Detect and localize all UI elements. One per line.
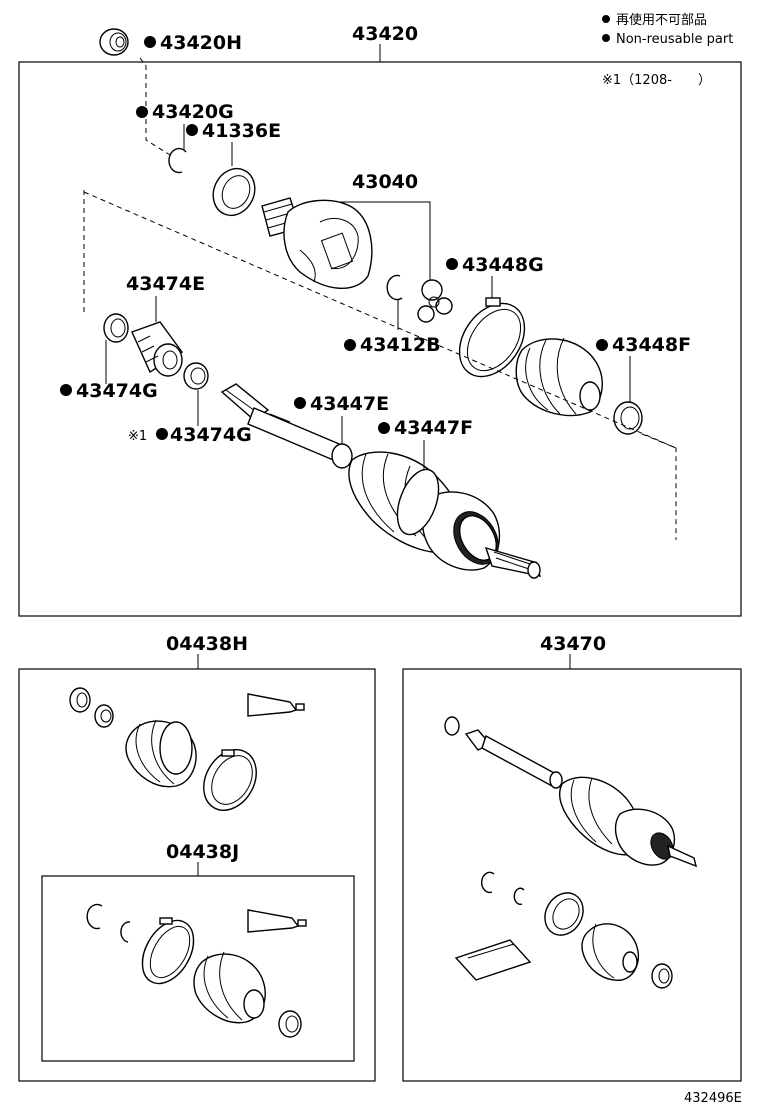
- kit-j-clamp-icon[interactable]: [278, 1010, 302, 1038]
- kit-j-big-clamp-icon[interactable]: [132, 912, 204, 993]
- group-label-43420[interactable]: 43420: [352, 23, 418, 45]
- legend-dot-icon: [602, 15, 610, 23]
- group-label-43470[interactable]: 43470: [540, 633, 606, 655]
- legend-jp: 再使用不可部品: [616, 12, 707, 28]
- label-43447F[interactable]: 43447F: [394, 417, 473, 439]
- non-reusable-dot-icon: [136, 106, 148, 118]
- non-reusable-dot-icon: [294, 397, 306, 409]
- asm-snap-ring-small-icon[interactable]: [513, 887, 525, 906]
- inboard-boot-icon[interactable]: [515, 337, 603, 417]
- clamp-43448f-icon[interactable]: [613, 401, 643, 435]
- asm-clamp-icon[interactable]: [651, 963, 673, 989]
- note-marker: ※1: [128, 429, 147, 444]
- snap-ring-43420g-icon[interactable]: [168, 147, 187, 174]
- asm-snap-ring-icon[interactable]: [481, 871, 495, 894]
- kit-j-snap-ring-icon[interactable]: [86, 903, 103, 930]
- kit-04438h-box: [18, 668, 376, 1082]
- shaft-assy-icon[interactable]: [444, 716, 698, 868]
- label-43448G[interactable]: 43448G: [462, 254, 544, 276]
- snap-ring-icon[interactable]: [386, 274, 403, 301]
- non-reusable-dot-icon: [344, 339, 356, 351]
- label-43474E[interactable]: 43474E: [126, 273, 205, 295]
- grease-tube-icon[interactable]: [247, 693, 305, 717]
- non-reusable-dot-icon: [60, 384, 72, 396]
- kit-h-boot-icon[interactable]: [125, 719, 197, 788]
- oil-seal-41336e-icon[interactable]: [206, 162, 263, 222]
- non-reusable-dot-icon: [156, 428, 168, 440]
- legend-en: Non-reusable part: [616, 32, 733, 47]
- legend-dot-icon: [602, 34, 610, 42]
- diagram-id: 432496E: [684, 1091, 742, 1106]
- clamp-43474g-icon[interactable]: [103, 313, 129, 343]
- label-43474G-b[interactable]: 43474G: [170, 424, 252, 446]
- non-reusable-dot-icon: [186, 124, 198, 136]
- label-43448F[interactable]: 43448F: [612, 334, 691, 356]
- label-43447E[interactable]: 43447E: [310, 393, 389, 415]
- group-label-04438J[interactable]: 04438J: [166, 841, 239, 863]
- label-41336E[interactable]: 41336E: [202, 120, 281, 142]
- kit-04438j-box: [41, 875, 355, 1062]
- non-reusable-dot-icon: [596, 339, 608, 351]
- non-reusable-dot-icon: [378, 422, 390, 434]
- label-43040[interactable]: 43040: [352, 171, 418, 193]
- kit-j-snap-ring-small-icon[interactable]: [120, 921, 131, 943]
- asm-boot-icon[interactable]: [581, 923, 640, 981]
- non-reusable-dot-icon: [144, 36, 156, 48]
- clamp-43447f-icon[interactable]: [389, 464, 446, 540]
- kit-h-clamp-small-icon[interactable]: [94, 704, 114, 728]
- shaft-assy-box: [402, 668, 742, 1082]
- kit-h-big-clamp-icon[interactable]: [193, 740, 267, 819]
- kit-h-clamp-icon[interactable]: [69, 687, 91, 713]
- label-43420G[interactable]: 43420G: [152, 101, 234, 123]
- non-reusable-dot-icon: [446, 258, 458, 270]
- kit-j-boot-icon[interactable]: [193, 951, 266, 1024]
- ring-43420h-icon[interactable]: [99, 28, 129, 56]
- damper-43474e-icon[interactable]: [131, 321, 184, 377]
- label-43412B[interactable]: 43412B: [360, 334, 441, 356]
- group-label-04438H[interactable]: 04438H: [166, 633, 248, 655]
- tripod-icon[interactable]: [417, 279, 453, 323]
- clamp-43474g-small-icon[interactable]: [183, 362, 209, 390]
- note-1208: ※1（1208- ）: [602, 73, 711, 88]
- kit-j-grease-tube-icon[interactable]: [247, 909, 307, 933]
- inboard-joint-43040-icon[interactable]: [261, 197, 373, 289]
- grease-packet-icon[interactable]: [454, 939, 532, 981]
- label-43474G-a[interactable]: 43474G: [76, 380, 158, 402]
- label-43420H[interactable]: 43420H: [160, 32, 242, 54]
- asm-big-clamp-icon[interactable]: [537, 886, 590, 942]
- boot-clamp-43448g-icon[interactable]: [446, 291, 538, 389]
